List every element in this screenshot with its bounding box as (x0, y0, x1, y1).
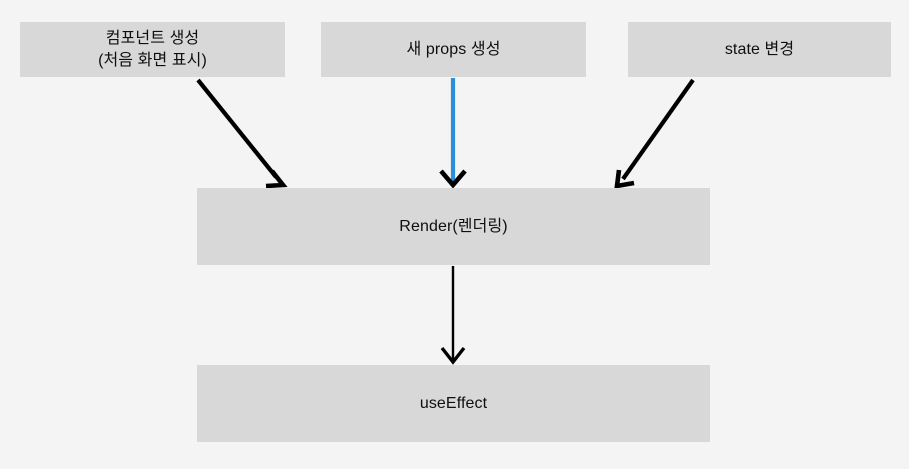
node-useeffect-label: useEffect (419, 394, 488, 412)
node-component-create[interactable]: 컴포넌트 생성 (처음 화면 표시) (20, 22, 285, 77)
node-state-change-label: state 변경 (724, 40, 795, 58)
edge-new-props-to-render (439, 78, 467, 189)
node-new-props-label: 새 props 생성 (406, 40, 501, 58)
node-new-props[interactable]: 새 props 생성 (321, 22, 586, 77)
edge-render-to-useeffect (440, 266, 466, 365)
node-useeffect[interactable]: useEffect (197, 365, 710, 442)
node-component-create-label: 컴포넌트 생성 (처음 화면 표시) (98, 29, 207, 69)
edge-component-create-to-render (196, 78, 288, 189)
node-render[interactable]: Render(렌더링) (197, 188, 710, 265)
node-state-change[interactable]: state 변경 (628, 22, 891, 77)
node-render-label: Render(렌더링) (399, 217, 508, 235)
edge-state-change-to-render (614, 78, 695, 189)
